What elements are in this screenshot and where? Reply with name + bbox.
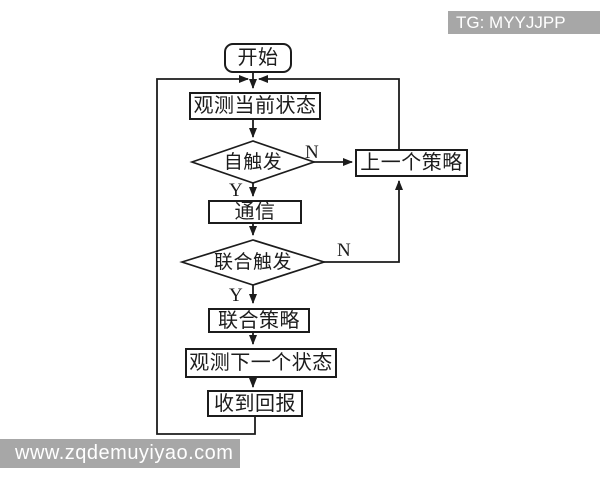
edge-joint-trigger-no	[323, 180, 403, 263]
edge-previous-policy-feedback	[258, 75, 400, 149]
label-self-trigger-no: N	[305, 142, 319, 163]
label-joint-trigger: 联合触发	[213, 252, 292, 273]
node-observe-next-state: 观测下一个状态	[185, 348, 337, 378]
watermark-bottom-left: www.zqdemuyiyao.com	[0, 439, 240, 468]
node-start: 开始	[224, 43, 292, 73]
label-self-trigger: 自触发	[223, 152, 283, 173]
node-observe-current-state: 观测当前状态	[189, 92, 321, 120]
node-previous-policy: 上一个策略	[355, 149, 468, 177]
label-joint-trigger-yes: Y	[229, 285, 243, 306]
node-receive-reward: 收到回报	[207, 390, 303, 417]
label-joint-trigger-no: N	[337, 240, 351, 261]
joint-trigger-diamond	[179, 239, 327, 286]
node-joint-policy: 联合策略	[208, 308, 310, 333]
self-trigger-diamond	[189, 140, 317, 184]
watermark-top-right: TG: MYYJJPP	[448, 11, 600, 34]
label-self-trigger-yes: Y	[229, 180, 243, 201]
edge-reward-loop	[156, 75, 256, 435]
node-communication: 通信	[208, 200, 302, 224]
